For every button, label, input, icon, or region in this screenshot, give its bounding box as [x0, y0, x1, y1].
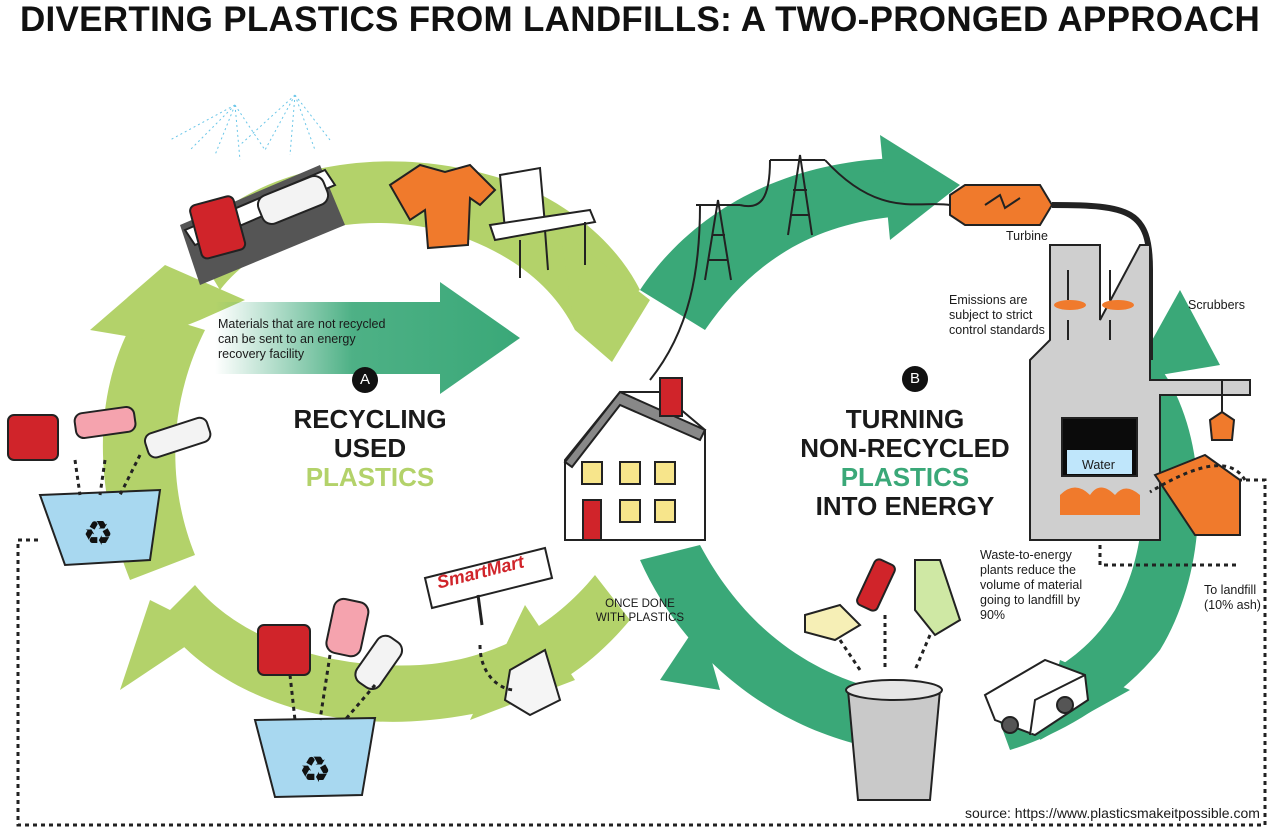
energy-heading-line-4: INTO ENERGY	[815, 491, 995, 521]
plastic-bag-icon	[503, 648, 562, 717]
emissions-note: Emissions are subject to strict control …	[949, 293, 1045, 337]
recycling-heading-line-3: PLASTICS	[305, 462, 435, 492]
water-label: Water	[1082, 458, 1115, 472]
landfill-note: To landfill (10% ash)	[1204, 583, 1261, 612]
source-credit: source: https://www.plasticsmakeitpossib…	[965, 805, 1260, 821]
non-recyclable-items	[804, 558, 962, 642]
trash-can-icon	[845, 679, 943, 801]
recycling-heading-line-1: RECYCLING	[293, 404, 447, 434]
step-number: 1	[630, 555, 645, 585]
recycling-heading: RECYCLING USED PLASTICS	[270, 405, 470, 492]
badge-a: A	[352, 367, 378, 393]
power-towers	[649, 154, 951, 381]
diagram-title: DIVERTING PLASTICS FROM LANDFILLS: A TWO…	[19, 0, 1261, 39]
dashed-flow-paths	[16, 454, 1267, 827]
recycling-heading-line-2: USED	[333, 433, 407, 463]
energy-heading: TURNING NON-RECYCLED PLASTICS INTO ENERG…	[780, 405, 1030, 521]
scrubbers-label: Scrubbers	[1188, 298, 1245, 312]
house-icon	[563, 377, 707, 541]
turbine-label: Turbine	[1006, 229, 1048, 243]
store-sign	[423, 546, 554, 626]
energy-recovery-note: Materials that are not recycled can be s…	[218, 317, 386, 361]
svg-text:♻: ♻	[299, 750, 331, 791]
energy-heading-line-1: TURNING	[845, 404, 965, 434]
badge-b: B	[902, 366, 928, 392]
garbage-truck-icon	[983, 658, 1090, 737]
adirondack-chair-icon	[488, 166, 597, 278]
energy-heading-line-2: NON-RECYCLED	[800, 433, 1010, 463]
energy-heading-line-3: PLASTICS	[840, 462, 970, 492]
step-label: ONCE DONE WITH PLASTICS	[595, 598, 685, 624]
waste-to-energy-plant	[1029, 244, 1251, 541]
svg-text:♻: ♻	[83, 514, 113, 554]
reduction-note: Waste-to-energy plants reduce the volume…	[980, 548, 1083, 622]
recycling-bin-bottom: ♻	[253, 597, 404, 799]
washing-conveyor	[169, 94, 345, 285]
tshirt-icon	[388, 163, 497, 250]
energy-recovery-arrow	[215, 282, 520, 394]
